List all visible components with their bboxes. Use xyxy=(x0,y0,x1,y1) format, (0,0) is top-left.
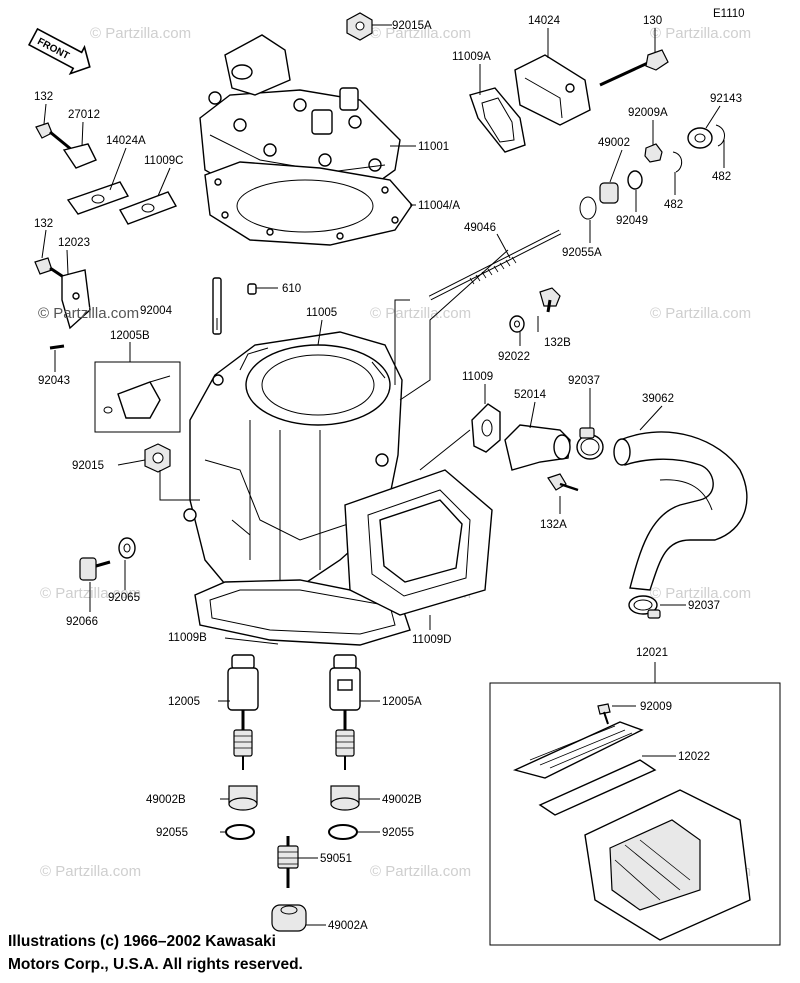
callout-92065: 92065 xyxy=(108,592,140,604)
front-arrow-icon: FRONT xyxy=(27,27,91,75)
diagram-code: E1110 xyxy=(713,8,745,20)
callout-482: 482 xyxy=(664,199,683,211)
bolt-92066 xyxy=(79,557,111,581)
hose-39062 xyxy=(613,431,748,591)
bolt-132b xyxy=(539,287,561,313)
callout-12005: 12005 xyxy=(168,696,200,708)
callout-49046: 49046 xyxy=(464,222,496,234)
callout-92009: 92009 xyxy=(640,701,672,713)
callouts: 92015A 14024 130 11009A 132 27012 14024A… xyxy=(34,15,742,932)
callout-92055: 92055 xyxy=(156,827,188,839)
callout-610: 610 xyxy=(282,283,301,295)
thermostat-cover xyxy=(514,54,591,126)
copyright-line-1: Illustrations (c) 1966–2002 Kawasaki xyxy=(8,933,276,950)
callout-92043: 92043 xyxy=(38,375,70,387)
callout-14024A: 14024A xyxy=(106,135,146,147)
callout-92009A: 92009A xyxy=(628,107,668,119)
watermark: © Partzilla.com xyxy=(650,25,751,42)
callout-11005: 11005 xyxy=(306,307,337,319)
callout-92037: 92037 xyxy=(568,375,600,387)
studs xyxy=(212,277,257,335)
callout-11004-A: 11004/A xyxy=(418,200,460,212)
callout-92022: 92022 xyxy=(498,351,530,363)
reed-valve-box xyxy=(489,682,781,946)
watermark: © Partzilla.com xyxy=(650,305,751,322)
callout-482: 482 xyxy=(712,171,731,183)
clamp-92037-lower xyxy=(628,595,661,619)
callout-11009A: 11009A xyxy=(452,51,491,63)
callout-132A: 132A xyxy=(540,519,567,531)
callout-27012: 27012 xyxy=(68,109,100,121)
callout-130: 130 xyxy=(643,15,662,27)
callout-132: 132 xyxy=(34,91,53,103)
callout-92037: 92037 xyxy=(688,600,720,612)
callout-12021: 12021 xyxy=(636,647,668,659)
callout-92055: 92055 xyxy=(382,827,414,839)
nut-92015a xyxy=(346,12,373,41)
valve-12005 xyxy=(227,654,259,770)
washer-92065 xyxy=(118,537,136,559)
gasket-11009d xyxy=(344,469,493,616)
callout-59051: 59051 xyxy=(320,853,352,865)
watermark: © Partzilla.com xyxy=(40,863,141,880)
stud-49046 xyxy=(428,229,562,301)
gasket-11009a xyxy=(469,87,526,153)
callout-49002B: 49002B xyxy=(382,794,422,806)
callout-92143: 92143 xyxy=(710,93,742,105)
callout-92015: 92015 xyxy=(72,460,104,472)
callout-12023: 12023 xyxy=(58,237,90,249)
callout-92015A: 92015A xyxy=(392,20,432,32)
callout-14024: 14024 xyxy=(528,15,561,27)
callout-12022: 12022 xyxy=(678,751,710,763)
o-rings-92055 xyxy=(225,824,358,840)
watermark-overlay: © Partzilla.com xyxy=(38,305,139,322)
nut-92015 xyxy=(144,443,171,473)
callout-39062: 39062 xyxy=(642,393,674,405)
callout-132: 132 xyxy=(34,218,53,230)
callout-12005A: 12005A xyxy=(382,696,422,708)
base-gasket xyxy=(194,579,411,646)
callout-49002A: 49002A xyxy=(328,920,368,932)
gasket-11009 xyxy=(471,403,501,453)
callout-12005B: 12005B xyxy=(110,330,150,342)
copyright-notice: Illustrations (c) 1966–2002 Kawasaki Mot… xyxy=(8,930,428,976)
callout-52014: 52014 xyxy=(514,389,547,401)
watermark: © Partzilla.com xyxy=(370,305,471,322)
box-12005b xyxy=(94,361,181,433)
washer-92022 xyxy=(509,315,525,333)
bracket-left-lower xyxy=(34,257,91,350)
callout-11009: 11009 xyxy=(462,371,493,383)
callout-49002B: 49002B xyxy=(146,794,186,806)
leader-lines xyxy=(41,24,725,926)
callout-92055A: 92055A xyxy=(562,247,602,259)
callout-11009B: 11009B xyxy=(168,632,207,644)
bushing-49002b-right xyxy=(330,785,360,811)
bushing-49002b-left xyxy=(228,785,258,811)
callout-92049: 92049 xyxy=(616,215,648,227)
watermark: © Partzilla.com xyxy=(370,863,471,880)
bolt-130 xyxy=(599,49,669,87)
watermark: © Partzilla.com xyxy=(40,585,141,602)
callout-11009C: 11009C xyxy=(144,155,183,167)
water-outlet-52014 xyxy=(504,424,579,492)
callout-132B: 132B xyxy=(544,337,571,349)
copyright-line-2: Motors Corp., U.S.A. All rights reserved… xyxy=(8,956,303,973)
watermark: © Partzilla.com xyxy=(650,585,751,602)
head-gasket xyxy=(204,161,413,246)
thermostat-group xyxy=(579,124,725,220)
bracket-left-upper xyxy=(35,122,178,225)
callout-92066: 92066 xyxy=(66,616,98,628)
callout-11009D: 11009D xyxy=(412,634,451,646)
callout-49002: 49002 xyxy=(598,137,630,149)
callout-92004: 92004 xyxy=(140,305,173,317)
watermark: © Partzilla.com xyxy=(370,25,471,42)
bushing-49002a xyxy=(271,904,307,932)
callout-11001: 11001 xyxy=(418,141,449,153)
gear-59051 xyxy=(277,836,299,888)
watermark: © Partzilla.com xyxy=(90,25,191,42)
valve-12005a xyxy=(329,654,361,770)
clamp-92037-upper xyxy=(576,427,604,460)
